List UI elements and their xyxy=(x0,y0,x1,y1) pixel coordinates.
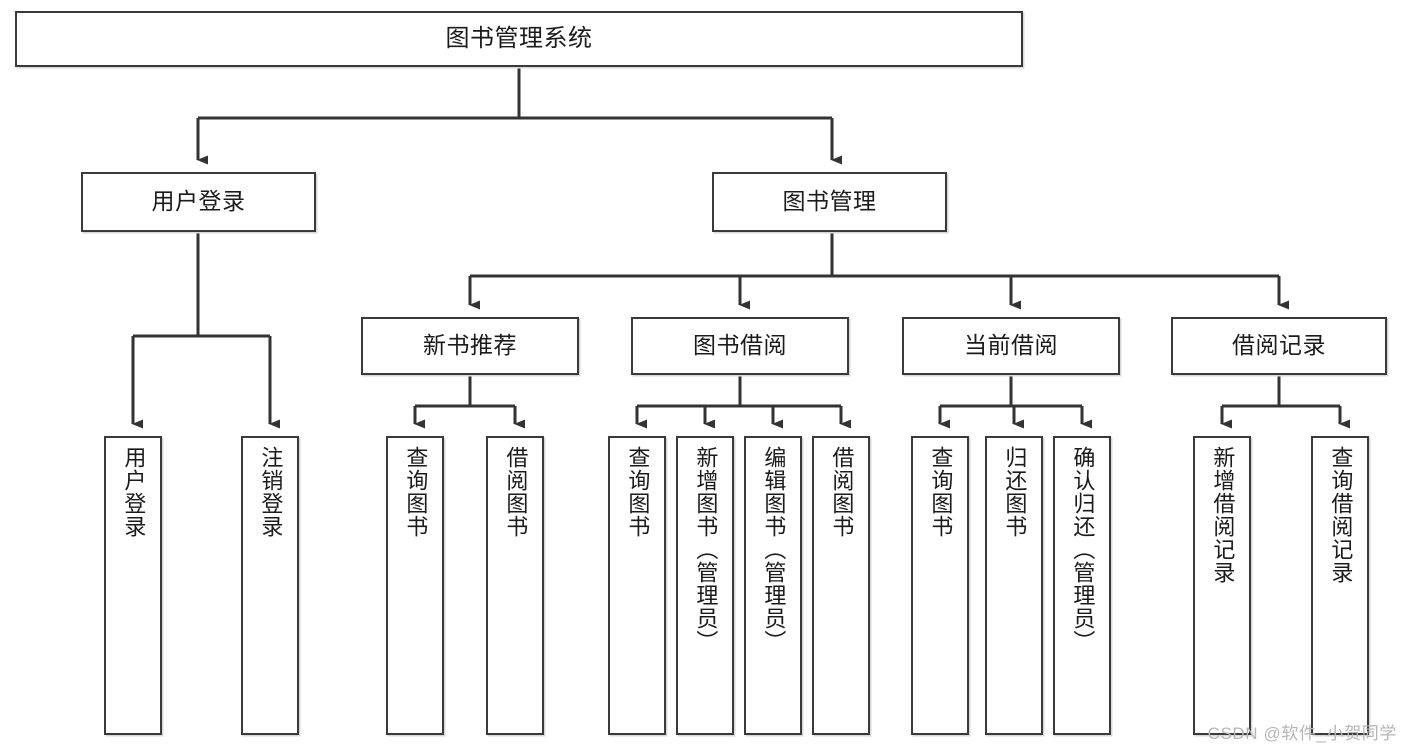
node-leaf-borrow-books-1[interactable]: 借阅图书 xyxy=(486,436,544,735)
node-label: 新书推荐 xyxy=(423,332,517,359)
node-label: 查询图书 xyxy=(928,446,954,538)
node-label: 归还图书 xyxy=(1002,446,1028,538)
csdn-watermark: CSDN @软件_小贺同学 xyxy=(1207,724,1397,743)
node-new-book-recommend[interactable]: 新书推荐 xyxy=(361,317,579,375)
node-leaf-add-book[interactable]: 新增图书（管理员） xyxy=(676,436,734,735)
node-leaf-borrow-books-2[interactable]: 借阅图书 xyxy=(812,436,870,735)
node-label: 查询借阅记录 xyxy=(1328,446,1354,584)
node-label: 图书管理系统 xyxy=(445,24,593,52)
node-label: 编辑图书（管理员） xyxy=(761,446,787,653)
node-label: 借阅记录 xyxy=(1232,332,1326,359)
node-root-system[interactable]: 图书管理系统 xyxy=(15,11,1023,67)
node-label: 新增图书（管理员） xyxy=(693,446,719,653)
node-leaf-confirm-return[interactable]: 确认归还（管理员） xyxy=(1053,436,1111,735)
node-book-manage[interactable]: 图书管理 xyxy=(712,172,947,232)
node-leaf-edit-book[interactable]: 编辑图书（管理员） xyxy=(744,436,802,735)
node-label: 查询图书 xyxy=(403,446,429,538)
node-label: 新增借阅记录 xyxy=(1210,446,1236,584)
node-leaf-query-record[interactable]: 查询借阅记录 xyxy=(1311,436,1369,735)
node-label: 图书借阅 xyxy=(693,332,787,359)
node-label: 当前借阅 xyxy=(964,332,1058,359)
node-leaf-query-books-2[interactable]: 查询图书 xyxy=(608,436,666,735)
node-current-borrow[interactable]: 当前借阅 xyxy=(902,317,1120,375)
node-label: 注销登录 xyxy=(258,446,284,538)
node-label: 查询图书 xyxy=(625,446,651,538)
node-label: 借阅图书 xyxy=(829,446,855,538)
node-borrow-record[interactable]: 借阅记录 xyxy=(1171,317,1387,375)
node-leaf-return-book[interactable]: 归还图书 xyxy=(985,436,1043,735)
node-leaf-query-books-3[interactable]: 查询图书 xyxy=(911,436,969,735)
node-leaf-logout[interactable]: 注销登录 xyxy=(241,436,299,735)
node-label: 用户登录 xyxy=(121,446,147,538)
node-leaf-query-books-1[interactable]: 查询图书 xyxy=(386,436,444,735)
node-leaf-add-record[interactable]: 新增借阅记录 xyxy=(1193,436,1251,735)
node-label: 用户登录 xyxy=(151,188,246,215)
node-label: 图书管理 xyxy=(782,188,877,215)
node-label: 借阅图书 xyxy=(503,446,529,538)
node-leaf-user-login[interactable]: 用户登录 xyxy=(104,436,162,735)
node-label: 确认归还（管理员） xyxy=(1070,446,1096,653)
node-book-borrow[interactable]: 图书借阅 xyxy=(631,317,849,375)
node-user-login[interactable]: 用户登录 xyxy=(81,172,316,232)
